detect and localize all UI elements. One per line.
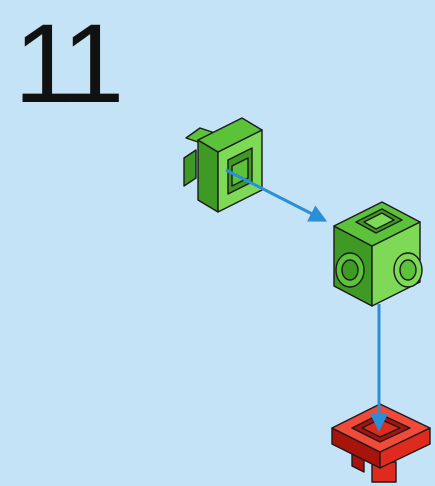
green-bracket-piece xyxy=(183,117,263,213)
green-cube-connector xyxy=(333,201,423,307)
red-base-plate xyxy=(331,403,431,483)
bracket-tab-left xyxy=(183,149,197,187)
cube-top-socket-inner xyxy=(363,212,395,230)
cube-right-stud-inner xyxy=(399,259,417,281)
cube-left-stud-inner xyxy=(341,259,359,281)
bracket-top-face xyxy=(197,117,263,153)
step-number: 11 xyxy=(14,1,124,126)
arrow-bracket-to-cube xyxy=(225,168,328,222)
